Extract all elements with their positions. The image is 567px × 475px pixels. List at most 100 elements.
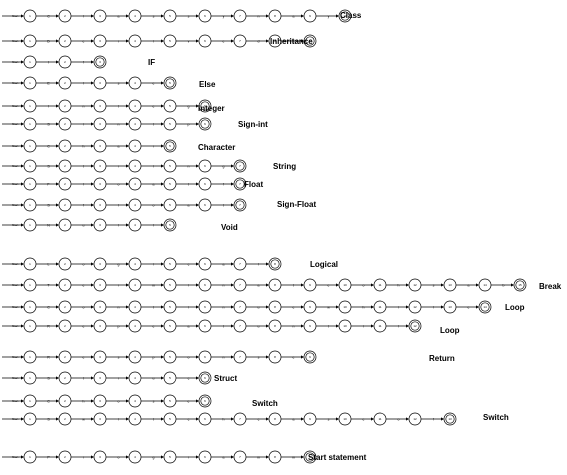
state-number: 8 bbox=[274, 355, 276, 359]
transition-arrow-head bbox=[91, 399, 94, 403]
state-number: 5 bbox=[169, 39, 171, 43]
state-number: 13 bbox=[448, 305, 452, 309]
transition-symbol: e bbox=[188, 399, 190, 403]
state-number: 7 bbox=[239, 324, 241, 328]
state-number: 7 bbox=[239, 182, 241, 186]
transition-arrow-head bbox=[476, 305, 479, 309]
state-number: 6 bbox=[204, 182, 206, 186]
state-number: 7 bbox=[239, 203, 241, 207]
transition-arrow-head bbox=[56, 104, 59, 108]
state-number: 5 bbox=[169, 223, 171, 227]
state-number: 3 bbox=[99, 376, 101, 380]
state-number: 2 bbox=[64, 355, 66, 359]
transition-arrow-head bbox=[231, 283, 234, 287]
state-number: 12 bbox=[413, 324, 417, 328]
transition-arrow-head bbox=[91, 223, 94, 227]
automaton-label: Else bbox=[199, 80, 216, 89]
automaton-label: Sign-Float bbox=[277, 200, 316, 209]
transition-symbol: l bbox=[153, 223, 154, 227]
transition-arrow-head bbox=[476, 283, 479, 287]
transition-symbol: o bbox=[188, 355, 190, 359]
transition-arrow-head bbox=[161, 417, 164, 421]
transition-arrow-head bbox=[301, 14, 304, 18]
state-number: 4 bbox=[134, 455, 136, 459]
transition-symbol: n bbox=[223, 355, 225, 359]
transition-arrow-head bbox=[231, 324, 234, 328]
transition-symbol: n bbox=[258, 14, 260, 18]
transition-symbol: c bbox=[188, 417, 190, 421]
transition-symbol: y bbox=[223, 14, 225, 18]
transition-arrow-head bbox=[301, 417, 304, 421]
transition-symbol: l bbox=[83, 182, 84, 186]
state-number: 5 bbox=[169, 305, 171, 309]
transition-arrow-head bbox=[126, 455, 129, 459]
state-number: 6 bbox=[204, 417, 206, 421]
transition-arrow-head bbox=[266, 39, 269, 43]
start-arrow-head bbox=[21, 60, 24, 64]
transition-arrow-head bbox=[161, 399, 164, 403]
transition-symbol: o bbox=[398, 417, 400, 421]
state-number: 5 bbox=[169, 455, 171, 459]
state-number: 1 bbox=[29, 305, 31, 309]
state-number: 1 bbox=[29, 399, 31, 403]
transition-arrow-head bbox=[231, 164, 234, 168]
transition-arrow-head bbox=[56, 203, 59, 207]
state-number: 4 bbox=[134, 355, 136, 359]
state-number: 5 bbox=[169, 182, 171, 186]
start-arrow-head bbox=[21, 324, 24, 328]
state-number: 2 bbox=[64, 455, 66, 459]
state-number: 5 bbox=[169, 417, 171, 421]
transition-arrow-head bbox=[56, 283, 59, 287]
transition-symbol: i bbox=[188, 283, 189, 287]
state-number: 4 bbox=[134, 144, 136, 148]
start-arrow-head bbox=[21, 164, 24, 168]
transition-symbol: I bbox=[48, 60, 49, 64]
state-number: 11 bbox=[378, 283, 381, 287]
transition-arrow-head bbox=[56, 305, 59, 309]
automaton-label: Class bbox=[340, 11, 362, 20]
transition-arrow-head bbox=[126, 283, 129, 287]
transition-arrow-head bbox=[301, 324, 304, 328]
transition-symbol: I bbox=[48, 104, 49, 108]
final-state-inner bbox=[340, 11, 350, 21]
state-number: 3 bbox=[99, 399, 101, 403]
transition-arrow-head bbox=[161, 104, 164, 108]
transition-symbol: l bbox=[258, 262, 259, 266]
final-state-inner bbox=[305, 36, 315, 46]
transition-arrow-head bbox=[406, 417, 409, 421]
transition-symbol: n bbox=[118, 122, 120, 126]
state-number: 12 bbox=[413, 283, 417, 287]
transition-symbol: u bbox=[258, 305, 260, 309]
transition-symbol: t bbox=[223, 324, 224, 328]
transition-arrow-head bbox=[56, 324, 59, 328]
transition-arrow-head bbox=[301, 39, 304, 43]
transition-arrow-head bbox=[441, 305, 444, 309]
transition-arrow-head bbox=[406, 283, 409, 287]
transition-arrow-head bbox=[126, 203, 129, 207]
transition-symbol: p bbox=[188, 122, 190, 126]
state-number: 2 bbox=[64, 104, 66, 108]
state-number: 6 bbox=[204, 104, 206, 108]
transition-symbol: t bbox=[83, 164, 84, 168]
automaton-label: Float bbox=[244, 180, 263, 189]
transition-arrow-head bbox=[196, 417, 199, 421]
state-number: 2 bbox=[64, 376, 66, 380]
transition-symbol: e bbox=[328, 283, 330, 287]
final-state-inner bbox=[270, 259, 280, 269]
transition-arrow-head bbox=[406, 324, 409, 328]
final-state-inner bbox=[410, 321, 420, 331]
state-number: 15 bbox=[518, 283, 522, 287]
start-arrow-head bbox=[21, 305, 24, 309]
transition-symbol: e bbox=[153, 81, 155, 85]
transition-symbol: s bbox=[188, 14, 190, 18]
transition-arrow-head bbox=[441, 417, 444, 421]
transition-arrow-head bbox=[126, 262, 129, 266]
transition-arrow-head bbox=[161, 355, 164, 359]
state-number: 3 bbox=[99, 81, 101, 85]
automaton-label: Loop bbox=[440, 326, 460, 335]
